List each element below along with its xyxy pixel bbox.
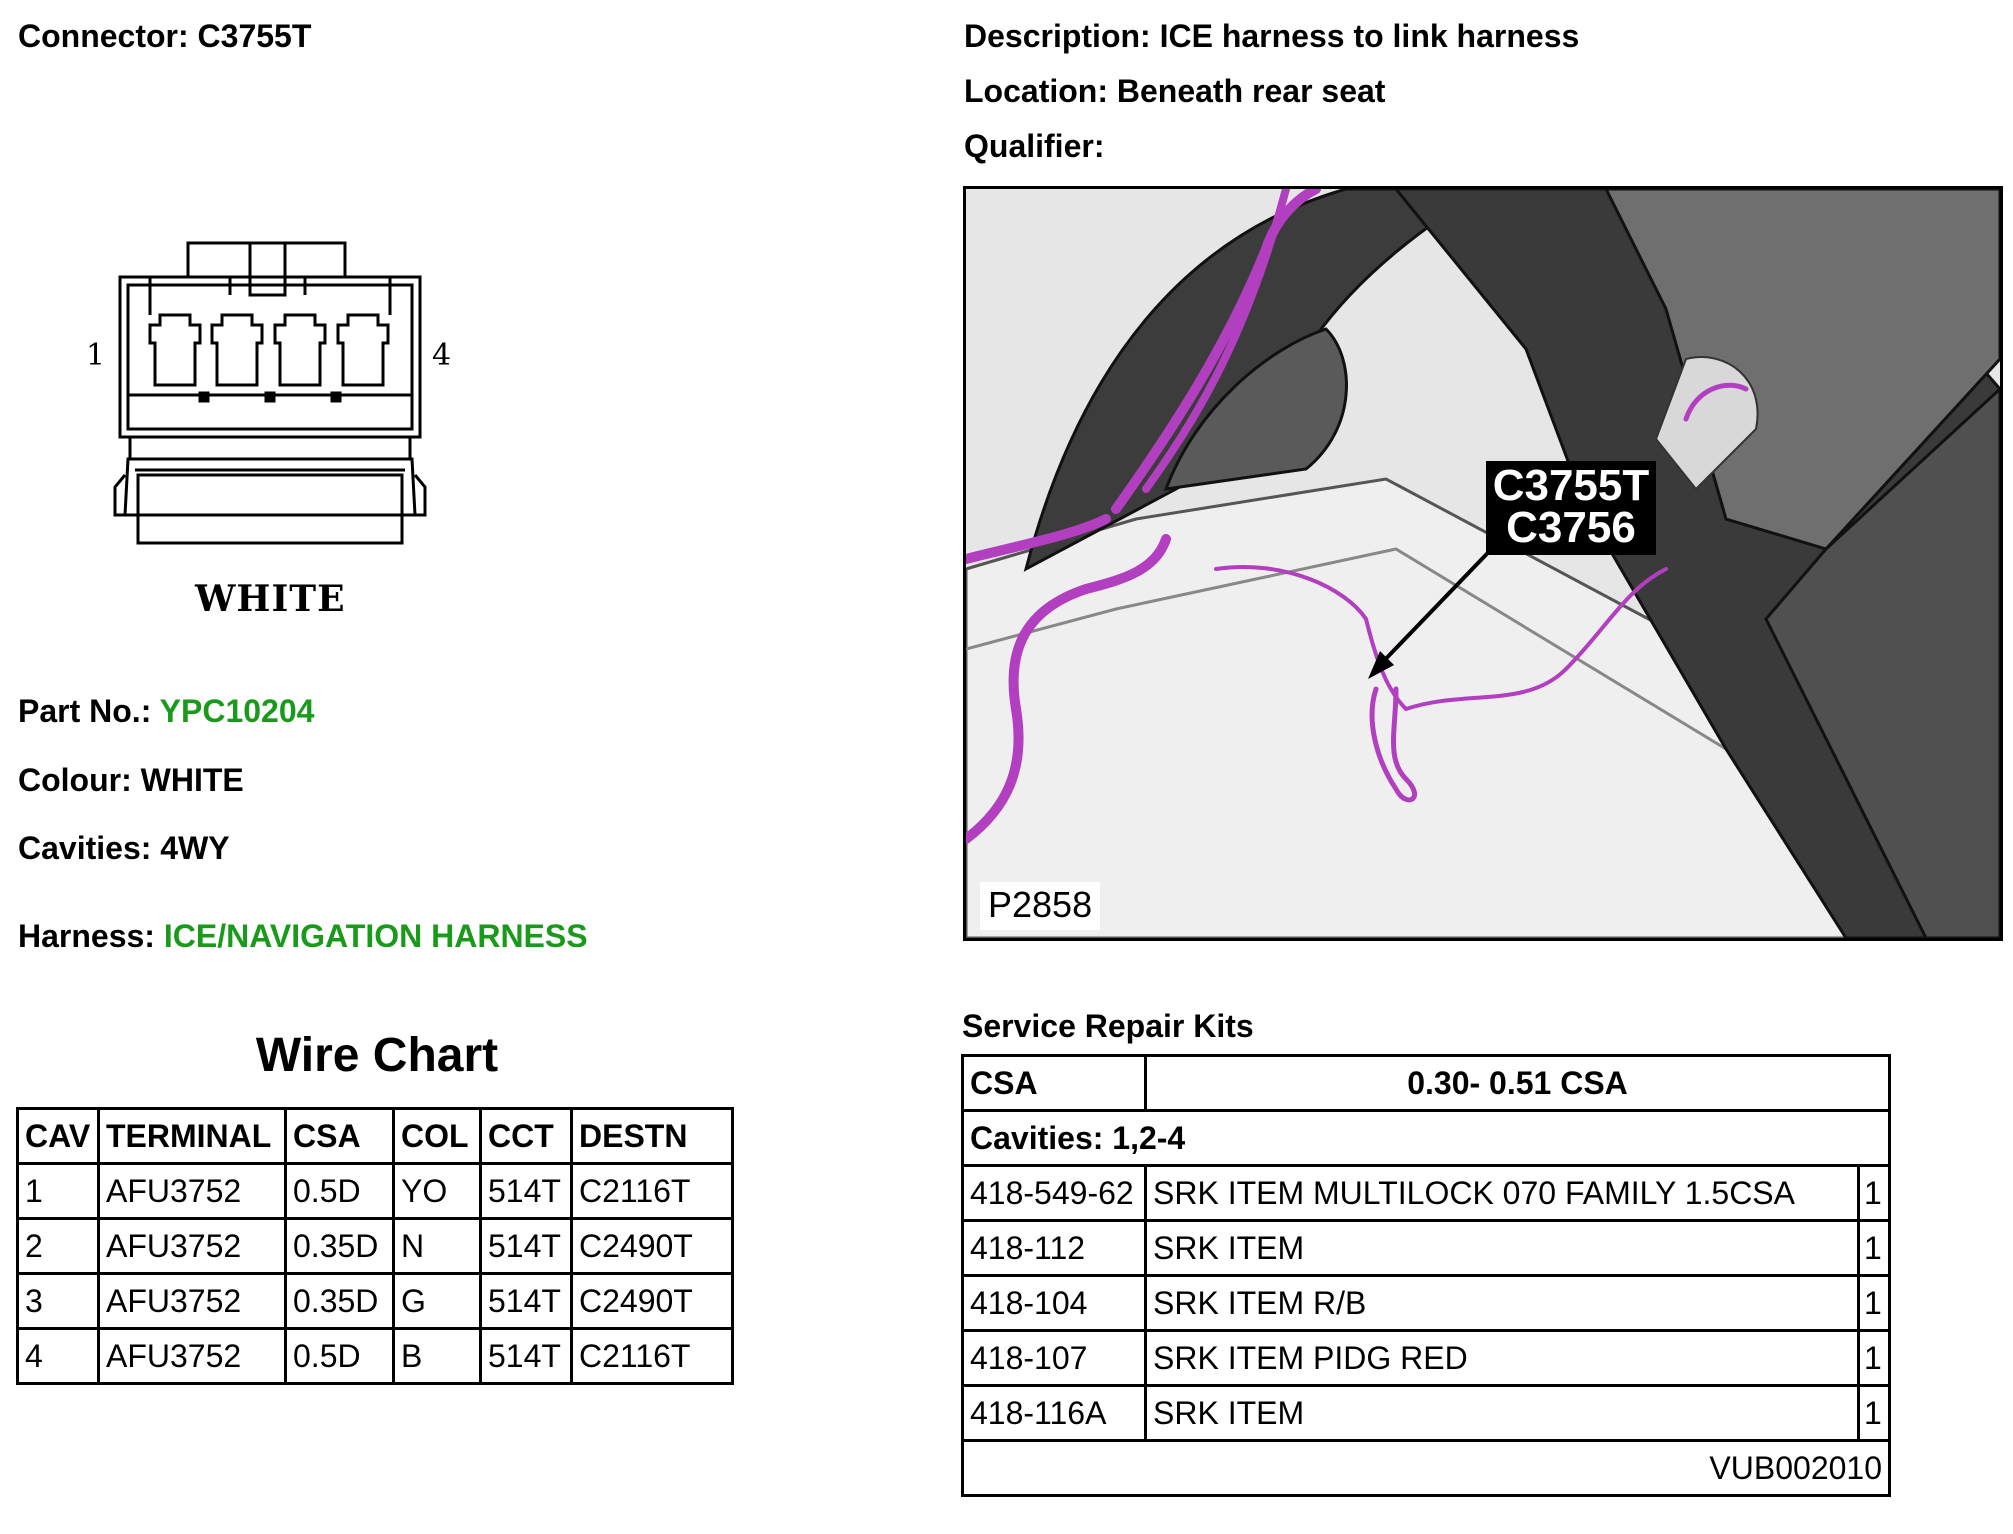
service-kits-title: Service Repair Kits [962, 1008, 1254, 1044]
table-row: 418-112 SRK ITEM 1 [964, 1222, 1888, 1274]
harness-link[interactable]: ICE/NAVIGATION HARNESS [163, 918, 588, 954]
kit-part-number: 418-104 [964, 1277, 1144, 1329]
table-row: 1 AFU3752 0.5D YO 514T C2116T [19, 1165, 731, 1217]
kits-footer-row: VUB002010 [964, 1442, 1888, 1494]
kit-description: SRK ITEM R/B [1147, 1277, 1857, 1329]
kit-quantity: 1 [1860, 1332, 1888, 1384]
connector-face-drawing [113, 241, 427, 545]
col-cct-header: CCT [482, 1110, 570, 1162]
table-row: 418-107 SRK ITEM PIDG RED 1 [964, 1332, 1888, 1384]
kit-description: SRK ITEM PIDG RED [1147, 1332, 1857, 1384]
cell-csa: 0.35D [287, 1220, 392, 1272]
cell-destn: C2490T [573, 1275, 731, 1327]
part-no-line: Part No.: YPC10204 [18, 693, 314, 730]
col-csa-header: CSA [287, 1110, 392, 1162]
table-row: 418-116A SRK ITEM 1 [964, 1387, 1888, 1439]
cell-terminal: AFU3752 [100, 1165, 284, 1217]
table-row: 2 AFU3752 0.35D N 514T C2490T [19, 1220, 731, 1272]
part-no-link[interactable]: YPC10204 [159, 693, 315, 729]
cavities-label: Cavities: [18, 830, 152, 866]
wire-chart-header-row: CAV TERMINAL CSA COL CCT DESTN [19, 1110, 731, 1162]
cell-cav: 4 [19, 1330, 97, 1382]
callout-connector-2: C3756 [1506, 503, 1636, 552]
description-value: ICE harness to link harness [1159, 18, 1580, 54]
description-line: Description: ICE harness to link harness [964, 18, 1579, 55]
kits-csa-value: 0.30- 0.51 CSA [1147, 1057, 1888, 1109]
kits-footer-code: VUB002010 [964, 1442, 1888, 1494]
connector-value: C3755T [197, 18, 312, 54]
cell-destn: C2116T [573, 1330, 731, 1382]
wire-chart-table: CAV TERMINAL CSA COL CCT DESTN 1 AFU3752… [16, 1107, 734, 1385]
cell-cav: 3 [19, 1275, 97, 1327]
kits-cavities: Cavities: 1,2-4 [964, 1112, 1888, 1164]
cell-csa: 0.35D [287, 1275, 392, 1327]
vehicle-floor-illustration [966, 189, 2000, 938]
table-row: 418-104 SRK ITEM R/B 1 [964, 1277, 1888, 1329]
pin-1-label: 1 [86, 338, 106, 373]
cell-csa: 0.5D [287, 1165, 392, 1217]
cavities-line: Cavities: 4WY [18, 830, 230, 867]
cell-cct: 514T [482, 1275, 570, 1327]
colour-value: WHITE [140, 762, 244, 798]
col-cav-header: CAV [19, 1110, 97, 1162]
cell-col: G [395, 1275, 479, 1327]
cell-terminal: AFU3752 [100, 1330, 284, 1382]
colour-line: Colour: WHITE [18, 762, 244, 799]
connector-callout: C3755T C3756 [1486, 461, 1656, 555]
cell-cct: 514T [482, 1165, 570, 1217]
col-destn-header: DESTN [573, 1110, 731, 1162]
connector-label: Connector: [18, 18, 189, 54]
kit-description: SRK ITEM [1147, 1222, 1857, 1274]
cell-col: N [395, 1220, 479, 1272]
cell-cav: 2 [19, 1220, 97, 1272]
cell-cct: 514T [482, 1220, 570, 1272]
table-row: 418-549-62 SRK ITEM MULTILOCK 070 FAMILY… [964, 1167, 1888, 1219]
kit-part-number: 418-107 [964, 1332, 1144, 1384]
location-label: Location: [964, 73, 1108, 109]
cell-cct: 514T [482, 1330, 570, 1382]
kit-description: SRK ITEM [1147, 1387, 1857, 1439]
kit-quantity: 1 [1860, 1277, 1888, 1329]
cell-col: YO [395, 1165, 479, 1217]
cell-cav: 1 [19, 1165, 97, 1217]
cell-terminal: AFU3752 [100, 1275, 284, 1327]
cell-terminal: AFU3752 [100, 1220, 284, 1272]
cavities-value: 4WY [160, 830, 230, 866]
kit-part-number: 418-112 [964, 1222, 1144, 1274]
cell-col: B [395, 1330, 479, 1382]
cell-csa: 0.5D [287, 1330, 392, 1382]
location-line: Location: Beneath rear seat [964, 73, 1385, 110]
kit-part-number: 418-549-62 [964, 1167, 1144, 1219]
table-row: 3 AFU3752 0.35D G 514T C2490T [19, 1275, 731, 1327]
cell-destn: C2490T [573, 1220, 731, 1272]
colour-label: Colour: [18, 762, 132, 798]
wire-chart-title: Wire Chart [255, 1029, 499, 1082]
harness-label: Harness: [18, 918, 155, 954]
kit-quantity: 1 [1860, 1167, 1888, 1219]
harness-line: Harness: ICE/NAVIGATION HARNESS [18, 918, 588, 955]
connector-colour-caption: WHITE [195, 578, 346, 620]
kit-part-number: 418-116A [964, 1387, 1144, 1439]
cell-destn: C2116T [573, 1165, 731, 1217]
location-photo: C3755T C3756 P2858 [963, 186, 2003, 941]
qualifier-label: Qualifier: [964, 128, 1105, 164]
kit-quantity: 1 [1860, 1222, 1888, 1274]
part-no-label: Part No.: [18, 693, 152, 729]
pin-4-label: 4 [432, 338, 452, 373]
col-terminal-header: TERMINAL [100, 1110, 284, 1162]
col-col-header: COL [395, 1110, 479, 1162]
kit-quantity: 1 [1860, 1387, 1888, 1439]
callout-connector-1: C3755T [1492, 461, 1650, 510]
kits-csa-row: CSA 0.30- 0.51 CSA [964, 1057, 1888, 1109]
kit-description: SRK ITEM MULTILOCK 070 FAMILY 1.5CSA [1147, 1167, 1857, 1219]
table-row: 4 AFU3752 0.5D B 514T C2116T [19, 1330, 731, 1382]
photo-reference-code: P2858 [980, 882, 1101, 930]
description-label: Description: [964, 18, 1151, 54]
kits-csa-label: CSA [964, 1057, 1144, 1109]
connector-line: Connector: C3755T [18, 18, 311, 55]
service-kits-table: CSA 0.30- 0.51 CSA Cavities: 1,2-4 418-5… [961, 1054, 1891, 1497]
location-value: Beneath rear seat [1116, 73, 1386, 109]
qualifier-line: Qualifier: [964, 128, 1104, 165]
kits-cavities-row: Cavities: 1,2-4 [964, 1112, 1888, 1164]
